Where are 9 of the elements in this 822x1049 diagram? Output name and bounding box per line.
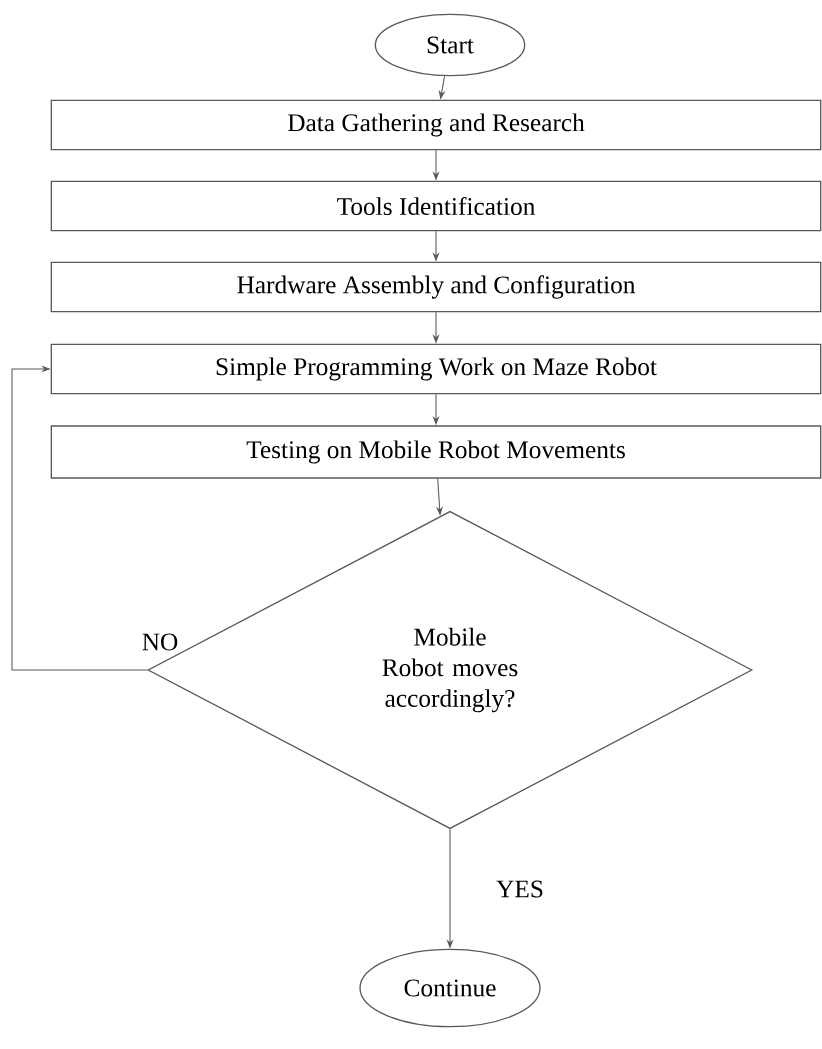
process-box: Testing on Mobile Robot Movements	[50, 425, 822, 479]
end-oval: Continue	[359, 948, 541, 1028]
start-oval: Start	[374, 13, 526, 77]
edge-label: YES	[494, 879, 546, 899]
arrow	[11, 365, 148, 671]
process-box: Simple Programming Work on Maze Robot	[50, 343, 822, 395]
process-box: Hardware Assembly and Configuration	[50, 261, 822, 313]
process-box: Tools Identification	[50, 180, 822, 232]
process-box: Data Gathering and Research	[50, 99, 822, 151]
